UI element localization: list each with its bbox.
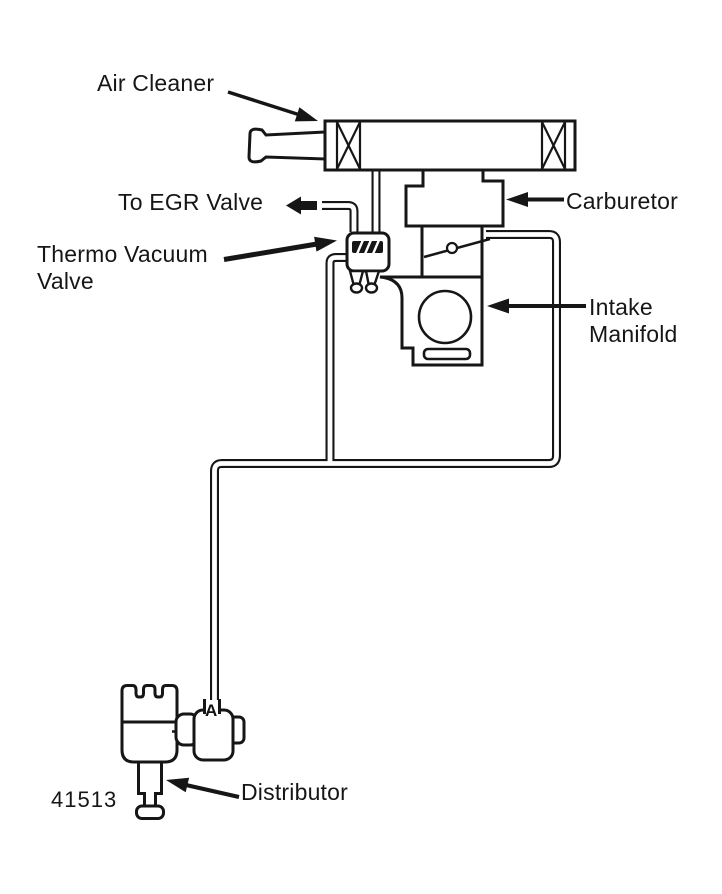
label-intake-manifold: Intake Manifold — [589, 294, 678, 347]
carburetor-drawing — [404, 168, 505, 276]
distributor-shaft — [137, 760, 163, 809]
filter-hatch-right — [540, 121, 567, 170]
egr-direction-arrow — [286, 196, 317, 215]
manifold-slot — [422, 347, 472, 361]
air-cleaner-snorkel — [247, 127, 327, 164]
callout-arrows — [166, 90, 586, 799]
thermo-valve-arrow — [223, 236, 337, 262]
label-carburetor: Carburetor — [566, 188, 678, 214]
distributor-cap — [120, 684, 179, 724]
figure-number: 41513 — [51, 787, 118, 812]
vacuum-hoses — [210, 168, 561, 700]
intake-manifold-drawing — [379, 275, 484, 367]
air-cleaner-arrow — [227, 90, 318, 122]
label-to-egr-valve: To EGR Valve — [118, 189, 264, 215]
hose-egr-to-valve — [322, 201, 359, 232]
manifold-bore — [417, 289, 473, 345]
distributor-arrow — [166, 777, 240, 799]
valve-nipples — [348, 269, 381, 294]
hose-port-marker-a: A — [205, 701, 218, 720]
distributor-drive-gear — [135, 804, 165, 820]
air-cleaner-drawing — [247, 119, 577, 172]
label-thermo-vacuum-valve: Thermo Vacuum Valve — [37, 241, 208, 294]
hose-thermovalve-branch — [325, 253, 348, 463]
distributor-body — [120, 720, 179, 764]
filter-hatch-left — [335, 121, 362, 170]
linkage-pivot — [445, 241, 459, 255]
vacuum-advance-unit — [172, 699, 246, 762]
thermo-vacuum-valve-drawing — [345, 231, 391, 294]
label-air-cleaner: Air Cleaner — [97, 70, 215, 96]
label-distributor: Distributor — [241, 779, 349, 805]
intake-manifold-arrow — [487, 298, 586, 314]
distributor-drawing — [120, 684, 179, 820]
carburetor-arrow — [506, 192, 564, 207]
